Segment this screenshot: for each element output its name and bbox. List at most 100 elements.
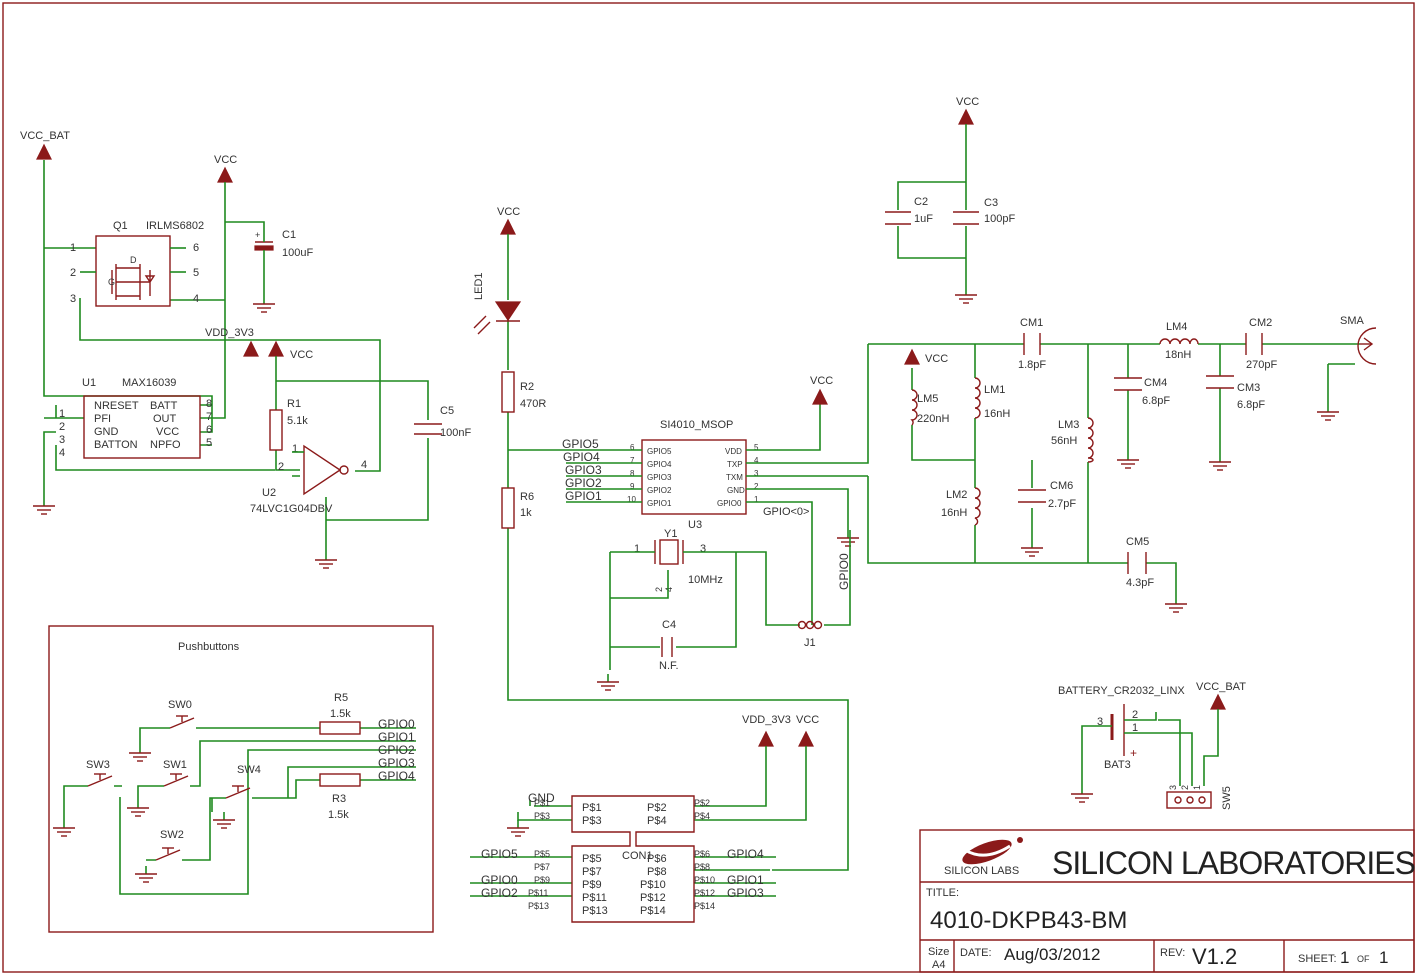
sma-connector: SMA [1340,315,1377,365]
svg-text:G: G [108,277,115,287]
cm5-ground [1164,595,1188,613]
svg-text:TXM: TXM [726,473,743,482]
date-value: Aug/03/2012 [1004,945,1100,964]
svg-text:4: 4 [361,459,367,471]
c3-capacitor: C3 100pF [953,197,1015,225]
supply-vcc-top: VCC [956,96,979,125]
svg-text:U3: U3 [688,519,702,531]
lm4-inductor: LM4 18nH [1159,321,1199,361]
svg-text:2: 2 [278,461,284,473]
svg-text:100uF: 100uF [282,247,313,259]
svg-text:3: 3 [59,434,65,446]
svg-text:NPFO: NPFO [150,439,181,451]
svg-text:P$2: P$2 [694,798,710,808]
date-label: DATE: [960,947,992,959]
svg-text:P$5: P$5 [582,853,602,865]
svg-text:P$9: P$9 [534,875,550,885]
pb-net-gpio1: GPIO1 [378,730,415,744]
con1-net-gpio2: GPIO2 [481,886,518,900]
con1-connector: CON1 P$1 P$3 P$5 P$7 P$9 P$11 P$13 P$2 P… [528,795,715,923]
sw2-ground [134,865,158,883]
svg-text:C4: C4 [662,619,676,631]
cm6-capacitor: CM6 2.7pF [1018,480,1076,510]
u2-ground [314,551,338,569]
net-gpio5: GPIO5 [562,437,599,451]
svg-text:LM3: LM3 [1058,419,1079,431]
svg-text:P$7: P$7 [582,866,602,878]
u2-wires [275,356,429,552]
svg-text:CM4: CM4 [1144,377,1167,389]
svg-text:C2: C2 [914,196,928,208]
svg-text:CM2: CM2 [1249,317,1272,329]
svg-text:VCC_BAT: VCC_BAT [20,130,70,142]
svg-text:+: + [255,230,260,240]
sma-ground [1316,403,1340,421]
svg-text:CM6: CM6 [1050,480,1073,492]
svg-text:2: 2 [1180,785,1190,790]
svg-text:1.5k: 1.5k [330,708,351,720]
u3-wires [566,344,869,625]
svg-text:VCC: VCC [956,96,979,108]
u2-inverter: 1 2 4 U2 74LVC1G04DBV [250,443,367,515]
con1-net-gpio5: GPIO5 [481,847,518,861]
svg-text:GPIO0: GPIO0 [717,499,742,508]
svg-text:U2: U2 [262,487,276,499]
svg-text:+: + [1130,746,1137,760]
svg-text:P$2: P$2 [647,802,667,814]
svg-text:3: 3 [70,293,76,305]
svg-text:P$8: P$8 [694,862,710,872]
svg-text:P$11: P$11 [528,888,548,898]
svg-text:2: 2 [59,421,65,433]
svg-text:N.F.: N.F. [659,660,679,672]
logo-text: SILICON LABS [944,865,1019,877]
svg-text:VCC_BAT: VCC_BAT [1196,681,1246,693]
c1-capacitor: + C1 100uF [254,229,313,259]
svg-text:4: 4 [193,293,199,305]
svg-text:J1: J1 [804,637,816,649]
svg-text:6: 6 [206,424,212,436]
svg-text:SW5: SW5 [1221,786,1233,810]
con1-net-gnd: GND [528,791,555,805]
con1-wires [470,746,807,897]
size-label: Size [928,946,949,958]
svg-text:1: 1 [634,543,640,555]
pb-net-gpio2: GPIO2 [378,743,415,757]
supply-vcc-u3: VCC [810,375,833,405]
svg-text:VCC: VCC [156,426,179,438]
lm1-inductor: LM1 16nH [974,377,1010,420]
svg-text:P$7: P$7 [534,862,550,872]
svg-text:74LVC1G04DBV: 74LVC1G04DBV [250,503,333,515]
svg-text:CON1: CON1 [622,850,653,862]
svg-text:2: 2 [1132,709,1138,721]
j1-jumper: J1 GPIO0 [797,553,851,649]
cm4-capacitor: CM4 6.8pF [1114,377,1170,407]
rf-network-wires [867,343,1360,596]
svg-text:8: 8 [206,398,212,410]
svg-text:R3: R3 [332,793,346,805]
battery-wires [1081,709,1219,786]
pb-net-gpio0: GPIO0 [378,717,415,731]
svg-text:100nF: 100nF [440,427,471,439]
svg-text:LM4: LM4 [1166,321,1187,333]
svg-text:VCC: VCC [796,714,819,726]
svg-text:CM3: CM3 [1237,382,1260,394]
svg-text:1k: 1k [520,507,532,519]
net-gpio4: GPIO4 [563,450,600,464]
y1-ground [596,673,620,691]
svg-text:GPIO2: GPIO2 [647,486,672,495]
svg-text:GPIO0: GPIO0 [837,553,851,590]
svg-text:2.7pF: 2.7pF [1048,498,1076,510]
of-label: OF [1357,954,1370,964]
cm3-capacitor: CM3 6.8pF [1206,375,1265,411]
svg-text:7: 7 [206,411,212,423]
con1-net-gpio3: GPIO3 [727,886,764,900]
svg-text:18nH: 18nH [1165,349,1191,361]
svg-text:Pushbuttons: Pushbuttons [178,641,240,653]
supply-vdd3v3-u2: VDD_3V3 [205,327,259,357]
svg-text:SW0: SW0 [168,699,192,711]
sw4-switch: SW4 [225,764,261,799]
sheet-number: 1 [1340,948,1349,967]
supply-vcc-con: VCC [796,714,819,747]
supply-vdd3v3-con: VDD_3V3 [742,714,791,747]
svg-text:IRLMS6802: IRLMS6802 [146,220,204,232]
